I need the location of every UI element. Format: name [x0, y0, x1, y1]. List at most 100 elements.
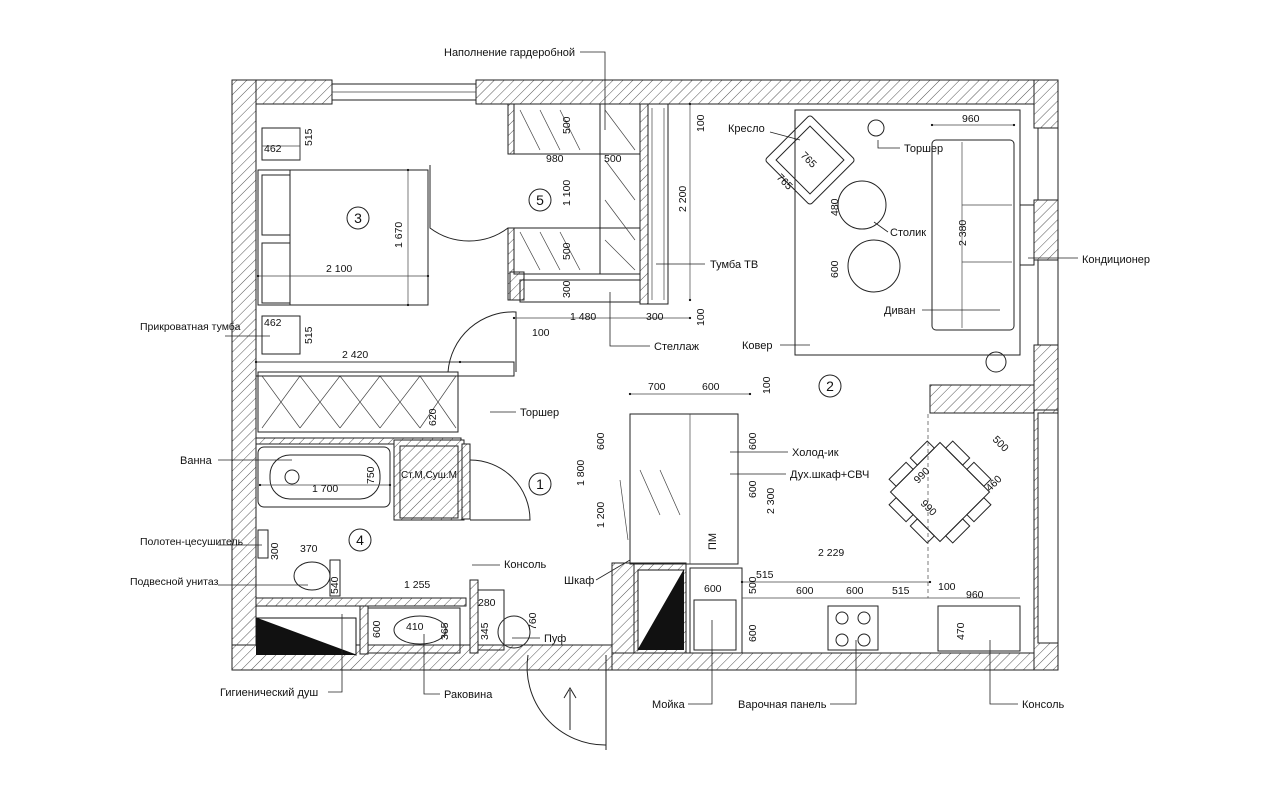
bedroom [254, 127, 517, 433]
dim-sink-width-k: 600 [704, 583, 722, 595]
walk-in-closet [512, 102, 692, 320]
dim-kitchen-gap: 100 [761, 376, 773, 394]
dim-chair-depth: 460 [984, 473, 1005, 494]
label-hob: Варочная панель [738, 699, 827, 711]
annotations: Наполнение гардеробной Кресло Торшер Сто… [130, 47, 1150, 711]
dim-console-length: 960 [966, 589, 984, 601]
dim-closet-width: 980 [546, 153, 564, 165]
dim-console-depth-k: 470 [955, 622, 967, 640]
dim-bedside-depth-top: 515 [303, 128, 315, 146]
label-rack: Стеллаж [654, 341, 700, 353]
dim-kitchen-run: 2 229 [818, 547, 844, 559]
label-kitchen-sink: Мойка [652, 699, 686, 711]
bathroom [257, 445, 531, 654]
label-side-table: Столик [890, 227, 926, 239]
dim-pouf-zone: 760 [527, 612, 539, 630]
dim-closet-top-shelf: 500 [561, 116, 573, 134]
label-oven-microwave: Дух.шкаф+СВЧ [790, 469, 869, 481]
label-sofa: Диван [884, 305, 916, 317]
dim-sofa-depth: 960 [962, 113, 980, 125]
dim-kitchen-column: 2 300 [765, 488, 777, 514]
dim-counter-depth: 600 [747, 624, 759, 642]
room-number-2: 2 [826, 378, 834, 394]
label-towel-dryer: Полотен-цесушитель [140, 536, 244, 548]
leader-lines [218, 51, 1078, 705]
label-wall-toilet: Подвесной унитаз [130, 576, 219, 588]
dim-armchair-depth: 765 [774, 172, 795, 193]
dim-side-table-bottom: 600 [829, 260, 841, 278]
room-number-3: 3 [354, 210, 362, 226]
dim-kitchen-col-right: 600 [702, 381, 720, 393]
dim-table-length: 990 [918, 498, 939, 519]
label-armchair: Кресло [728, 123, 765, 135]
label-carpet: Ковер [742, 340, 772, 352]
dim-bedside-width-bottom: 462 [264, 317, 282, 329]
dim-armchair-width: 765 [798, 150, 819, 171]
dim-vanity-length: 1 255 [404, 579, 430, 591]
dim-bed-length: 1 670 [393, 222, 405, 248]
dim-closet-passage: 1 100 [561, 180, 573, 206]
label-floor-lamp-hall: Торшер [520, 407, 559, 419]
dim-sink-depth: 365 [439, 622, 451, 640]
dim-wardrobe-height: 1 800 [575, 460, 587, 486]
dim-counter-gap: 100 [938, 581, 956, 593]
interior-walls [255, 103, 687, 655]
dim-closet-side: 500 [604, 153, 622, 165]
dim-toilet-width: 370 [300, 543, 318, 555]
dim-wardrobe-section: 1 200 [595, 502, 607, 528]
label-tv-stand: Тумба ТВ [710, 259, 758, 271]
dim-tv-stand-length: 2 200 [677, 186, 689, 212]
dim-counter-1: 600 [796, 585, 814, 597]
dim-kitchen-col-left: 700 [648, 381, 666, 393]
dim-console-width: 280 [478, 597, 496, 609]
entrance-door [469, 459, 607, 750]
dim-wardrobe-top: 600 [595, 432, 607, 450]
dim-sink-gap: 500 [747, 576, 759, 594]
dim-wardrobe-depth: 620 [427, 408, 439, 426]
dim-chair-width: 500 [990, 434, 1011, 455]
dim-rack-length: 1 480 [570, 311, 596, 323]
dim-kitchen-return: 515 [756, 569, 774, 581]
dim-bath-width: 750 [365, 466, 377, 484]
dim-closet-bottom-shelf: 500 [561, 242, 573, 260]
label-nightstand: Прикроватная тумба [140, 321, 241, 333]
label-wardrobe: Шкаф [564, 575, 594, 587]
dim-tv-top-gap: 100 [695, 114, 707, 132]
shafts [255, 569, 685, 656]
dim-side-table-top: 480 [829, 198, 841, 216]
label-console-kitchen: Консоль [1022, 699, 1065, 711]
label-hygienic-shower: Гигиенический душ [220, 687, 318, 699]
room-number-4: 4 [356, 532, 364, 548]
label-air-conditioner: Кондиционер [1082, 254, 1150, 266]
dim-bath-length: 1 700 [312, 483, 338, 495]
dim-rack-depth: 300 [561, 280, 573, 298]
dim-vanity-depth: 600 [371, 620, 383, 638]
dim-oven-depth: 600 [747, 480, 759, 498]
label-floor-lamp-top: Торшер [904, 143, 943, 155]
dim-wardrobe-length: 2 420 [342, 349, 368, 361]
dim-rack-offset: 100 [532, 327, 550, 339]
label-washer-dryer: Ст.М,Суш.М [401, 470, 457, 481]
room-number-5: 5 [536, 192, 544, 208]
label-fridge: Холод-ик [792, 447, 839, 459]
dim-toilet-depth: 540 [329, 576, 341, 594]
kitchen [619, 392, 1021, 654]
dim-sofa-length: 2 380 [957, 220, 969, 246]
dim-bed-width: 2 100 [326, 263, 352, 275]
label-sink: Раковина [444, 689, 493, 701]
dim-sink-width: 410 [406, 621, 424, 633]
label-console-hall: Консоль [504, 559, 547, 571]
dim-towel-dryer: 300 [269, 542, 281, 560]
label-wardrobe-fill: Наполнение гардеробной [444, 47, 575, 59]
room-number-1: 1 [536, 476, 544, 492]
label-dishwasher: ПМ [707, 533, 719, 550]
room-numbers: 3 5 2 1 4 [346, 188, 842, 552]
dim-tv-bottom-gap: 100 [695, 308, 707, 326]
living-room [765, 109, 1035, 373]
dim-counter-2: 600 [846, 585, 864, 597]
dim-counter-3: 515 [892, 585, 910, 597]
dim-rack-end: 300 [646, 311, 664, 323]
outer-walls [231, 79, 1059, 671]
dim-console-depth: 345 [479, 622, 491, 640]
